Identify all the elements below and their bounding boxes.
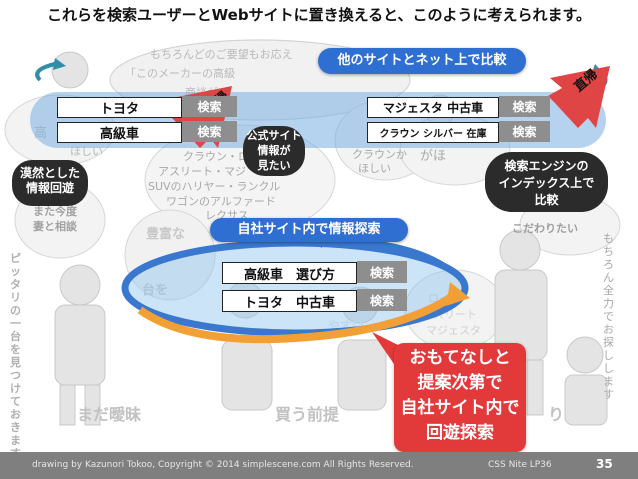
page-number: 35 (596, 457, 613, 471)
bg-text: ピッタリの一台を見つけておきます (10, 252, 21, 460)
bg-text: ほしい (358, 162, 391, 175)
bg-text: アスリート・マジ (158, 165, 246, 178)
callout-search-engine: 検索エンジンの インデックス上で 比較 (485, 152, 608, 212)
bg-text: 台を (142, 284, 168, 297)
footer-event: CSS Nite LP36 (488, 460, 552, 470)
search-input-left-1[interactable]: トヨタ (57, 97, 182, 118)
banner-inhouse: 自社サイト内で情報探索 (210, 218, 408, 242)
bg-text: クラウン・ロ (183, 150, 249, 163)
callout-hospitality: おもてなしと 提案次第で 自社サイト内で 回遊探索 (394, 343, 526, 452)
search-button-center-2[interactable]: 検索 (357, 289, 407, 311)
bg-text: ほしい (70, 145, 103, 158)
bg-text: もちろん全力でお探しします (603, 232, 614, 401)
bg-label-buying: 買う前提 (275, 405, 340, 424)
bg-text: がほ (420, 149, 447, 164)
footer-credit: drawing by Kazunori Tokoo, Copyright © 2… (32, 460, 414, 470)
bg-text: SUVのハリヤー・ランクル (148, 180, 281, 193)
callout-vague-browsing: 漠然とした 情報回遊 (12, 160, 88, 206)
bg-text: マジェスタ (426, 324, 481, 337)
bg-label-right: り (548, 405, 565, 424)
search-button-right-2[interactable]: 検索 (499, 121, 550, 142)
bg-text: 「このメーカーの高級 (125, 67, 235, 80)
bg-label-vague: まだ曖昧 (77, 405, 142, 424)
search-button-center-1[interactable]: 検索 (357, 261, 407, 283)
bg-text: 豊富な (146, 227, 186, 242)
bg-text: もちろんどのご要望もお応え (150, 48, 293, 61)
footer-bar: drawing by Kazunori Tokoo, Copyright © 2… (0, 452, 638, 479)
search-input-right-2[interactable]: クラウン シルバー 在庫 (367, 122, 499, 143)
search-input-left-2[interactable]: 高級車 (57, 122, 182, 143)
search-button-left-2[interactable]: 検索 (182, 121, 237, 142)
banner-other-sites: 他のサイトとネット上で比較 (318, 48, 526, 74)
bounce-arrow-right (548, 66, 610, 128)
bg-text: また今度 (33, 205, 77, 218)
bg-text: ワゴンのアルファード (166, 195, 276, 208)
search-input-right-1[interactable]: マジェスタ 中古車 (367, 97, 499, 118)
search-button-left-1[interactable]: 検索 (182, 96, 237, 117)
slide-title: これらを検索ユーザーとWebサイトに置き換えると、このように考えられます。 (46, 6, 592, 24)
bg-text: クラウンか (352, 148, 407, 161)
bg-text: こだわりたい (512, 222, 578, 235)
callout-official-site: 公式サイト 情報が 見たい (243, 126, 305, 176)
search-input-center-1[interactable]: 高級車 選び方 (222, 262, 357, 284)
search-button-right-1[interactable]: 検索 (499, 96, 550, 117)
bg-text: 妻と相談 (33, 220, 77, 233)
search-input-center-2[interactable]: トヨタ 中古車 (222, 290, 357, 312)
